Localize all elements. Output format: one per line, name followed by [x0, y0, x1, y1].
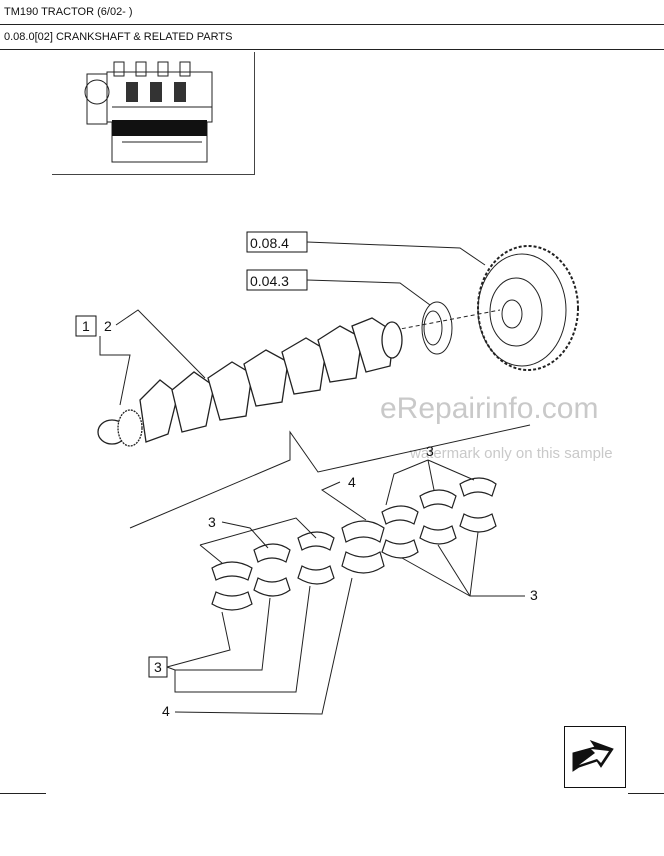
document-title: TM190 TRACTOR (6/02- ) [4, 6, 133, 18]
svg-text:0.08.4: 0.08.4 [250, 235, 289, 251]
section-title: 0.08.0[02] CRANKSHAFT & RELATED PARTS [4, 31, 233, 43]
flywheel [477, 245, 579, 371]
callout-part-3-upper-left[interactable]: 3 [208, 514, 216, 530]
footer-rule-right [628, 793, 664, 794]
callout-part-3-box[interactable]: 3 [148, 656, 168, 678]
reference-pulley[interactable]: 0.04.3 [246, 269, 308, 291]
pulley [421, 301, 453, 355]
watermark-brand: eRepairinfo.com [380, 392, 598, 425]
watermark-note: watermark only on this sample [409, 445, 613, 462]
callout-part-2[interactable]: 2 [104, 318, 112, 334]
footer-rule-left [0, 793, 46, 794]
callout-part-3-right[interactable]: 3 [530, 587, 538, 603]
callout-part-3-upper-right[interactable]: 3 [426, 443, 434, 459]
callout-part-4-upper[interactable]: 4 [348, 474, 356, 490]
crankshaft [97, 317, 403, 447]
engine-thumbnail-icon [52, 52, 255, 175]
svg-text:0.04.3: 0.04.3 [250, 273, 289, 289]
svg-text:3: 3 [154, 659, 162, 675]
next-page-arrow-icon[interactable] [564, 726, 626, 788]
header-divider [0, 24, 664, 25]
svg-text:1: 1 [82, 318, 90, 334]
reference-flywheel[interactable]: 0.08.4 [246, 231, 308, 253]
header-divider [0, 49, 664, 50]
callout-part-4-lower[interactable]: 4 [162, 703, 170, 719]
callout-part-1[interactable]: 1 [75, 315, 97, 337]
bearing-shells [211, 477, 497, 611]
